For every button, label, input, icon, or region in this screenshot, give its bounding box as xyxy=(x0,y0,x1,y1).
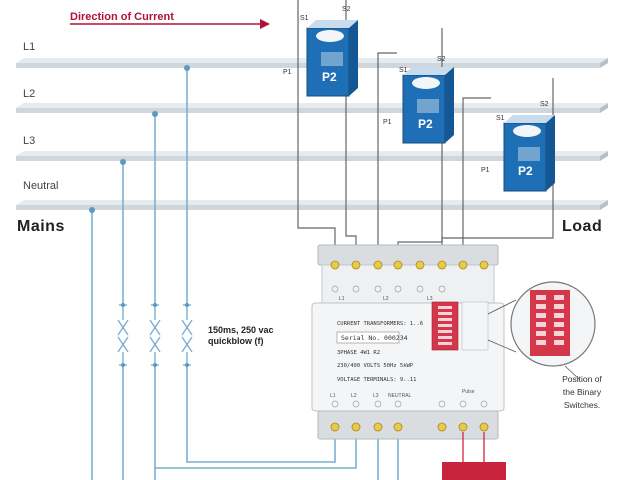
switch-note-line-1: Position of xyxy=(562,374,602,384)
meter-phase: 3PHASE 4W1 R2 xyxy=(337,350,381,356)
neutral-label: Neutral xyxy=(23,180,59,192)
fuse-l2 xyxy=(149,304,161,366)
ct-l3-p1-label: P1 xyxy=(481,167,490,174)
fuse-rating-line-1: 150ms, 250 vac xyxy=(208,325,274,335)
meter-pulse-label: Pulse xyxy=(462,389,475,395)
binary-switch-note: Position of the Binary Switches. xyxy=(552,373,612,412)
meter-bottom-terminal-l2: L2 xyxy=(351,393,357,399)
tap-junctions xyxy=(89,65,190,213)
fuse-l3 xyxy=(117,304,129,366)
energy-meter xyxy=(311,244,505,440)
binary-switch-magnifier xyxy=(487,281,596,381)
meter-top-terminal-l2: L2 xyxy=(383,296,389,302)
fuse-dots xyxy=(121,303,189,367)
ct-l1-s1-label: S1 xyxy=(300,15,309,22)
ct-l3-s2-label: S2 xyxy=(540,101,549,108)
ct-l1-p2-label: P2 xyxy=(322,70,337,84)
fuse-rating-label: 150ms, 250 vac quickblow (f) xyxy=(208,325,298,347)
load-label: Load xyxy=(562,218,603,235)
fuse-l1 xyxy=(181,304,193,366)
meter-serial: Serial No. 000234 xyxy=(341,334,408,342)
meter-bottom-terminal-neutral: NEUTRAL xyxy=(388,393,412,399)
ct-l2-p2-label: P2 xyxy=(418,117,433,131)
meter-bottom-terminals xyxy=(330,400,489,432)
meter-rating: 230/400 VOLTS 50Hz 5kWP xyxy=(337,363,414,369)
ct-l1-p1-label: P1 xyxy=(283,69,292,76)
ct-l1-s2-label: S2 xyxy=(342,6,351,13)
direction-of-current-label: Direction of Current xyxy=(70,11,174,23)
l3-label: L3 xyxy=(23,135,36,147)
fuse-group xyxy=(117,304,193,366)
meter-ct-heading: CURRENT TRANSFORMERS: 1..6 xyxy=(337,321,424,327)
busbar-l2 xyxy=(16,103,608,113)
direction-arrow xyxy=(70,19,270,29)
meter-voltage-terminals: VOLTAGE TERMINALS: 9..11 xyxy=(337,377,417,383)
mains-tap-wires xyxy=(91,68,399,480)
ct-l3-s1-label: S1 xyxy=(496,115,505,122)
switch-note-line-2: the Binary xyxy=(562,387,602,397)
pulse-output-wiring xyxy=(442,432,506,480)
meter-bottom-terminal-l1: L1 xyxy=(330,393,336,399)
ct-l2 xyxy=(402,67,454,144)
busbar-l3 xyxy=(16,151,608,161)
ct-l3 xyxy=(503,115,555,192)
ct-l2-s2-label: S2 xyxy=(437,56,446,63)
fuse-rating-line-2: quickblow (f) xyxy=(208,336,264,346)
ct-l2-s1-label: S1 xyxy=(399,67,408,74)
meter-top-terminal-l3: L3 xyxy=(427,296,433,302)
switch-note-line-3: Switches. xyxy=(563,400,601,410)
meter-top-terminals xyxy=(330,260,489,293)
l2-label: L2 xyxy=(23,88,36,100)
ct-l3-p2-label: P2 xyxy=(518,164,533,178)
mains-label: Mains xyxy=(17,218,65,235)
l1-label: L1 xyxy=(23,41,36,53)
meter-bottom-terminal-l3: L3 xyxy=(373,393,379,399)
meter-top-terminal-l1: L1 xyxy=(339,296,345,302)
ct-l1 xyxy=(306,20,358,97)
busbar-neutral xyxy=(16,200,608,210)
ct-l2-p1-label: P1 xyxy=(383,119,392,126)
